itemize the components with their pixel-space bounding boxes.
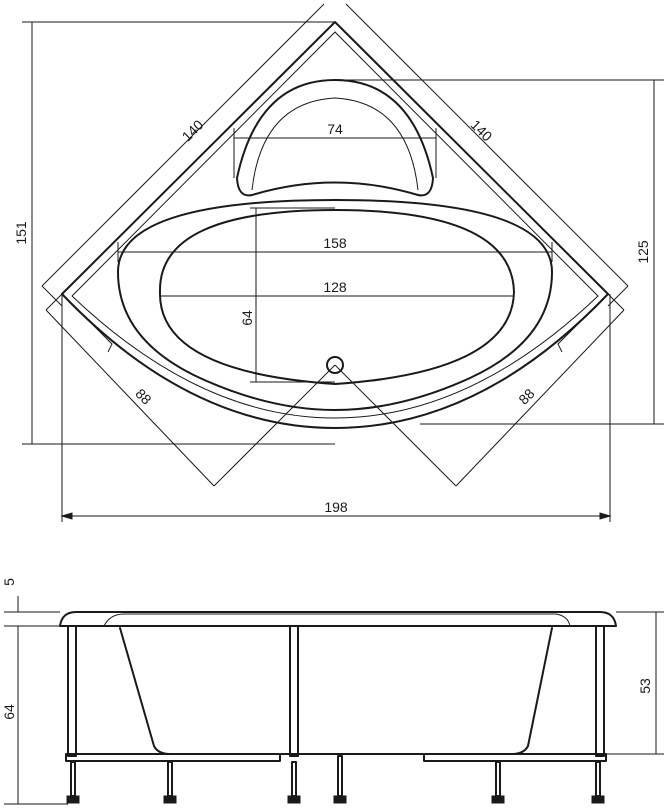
dim-label-height-right: 125 xyxy=(635,240,651,264)
base-rail-right xyxy=(423,753,607,762)
frame-post xyxy=(67,625,77,757)
tub-rim-line xyxy=(71,31,599,419)
dim-ext xyxy=(334,364,457,487)
foot-pad xyxy=(66,795,80,804)
dim-ext xyxy=(607,285,629,307)
dim-label-side-left: 140 xyxy=(179,116,207,144)
frame-legs xyxy=(67,625,605,757)
dim-label-height-total: 151 xyxy=(13,221,29,245)
dim-line-front-right xyxy=(455,309,625,487)
left-ledge xyxy=(61,293,113,353)
rim-inner-line xyxy=(103,613,571,627)
adjustable-feet xyxy=(66,755,605,804)
dim-line-front-left xyxy=(45,309,215,487)
foot xyxy=(70,761,76,797)
foot-pad xyxy=(491,795,505,804)
dim-line-side-right xyxy=(345,3,629,287)
foot-pad xyxy=(163,795,177,804)
foot xyxy=(167,761,173,797)
dim-ext xyxy=(45,293,63,311)
dim-label-basin-inner: 128 xyxy=(323,279,347,295)
right-ledge xyxy=(557,293,609,353)
dim-label-overall-width: 198 xyxy=(324,499,348,515)
frame-post xyxy=(289,625,299,757)
dim-label-basin-outer: 158 xyxy=(323,235,347,251)
dim-ext xyxy=(41,285,63,307)
dim-label-total-height: 64 xyxy=(1,704,17,720)
dim-label-basin-depth: 53 xyxy=(637,678,653,694)
side-view: 5 64 53 xyxy=(1,578,664,805)
foot-pad xyxy=(591,795,605,804)
foot xyxy=(337,755,343,797)
tub-rim xyxy=(59,611,617,627)
dim-line-side-left xyxy=(41,3,325,287)
headrest-outline xyxy=(236,79,434,197)
dim-ext xyxy=(607,293,625,311)
arrow-icon xyxy=(599,512,612,520)
tub-outer-outline xyxy=(61,21,609,429)
plan-view: 140 140 151 125 74 158 128 64 xyxy=(13,3,664,522)
foot xyxy=(595,761,601,797)
arrow-icon xyxy=(60,512,73,520)
drain-icon xyxy=(326,356,344,374)
basin-inner-outline xyxy=(158,209,515,385)
base-rail-left xyxy=(65,753,281,762)
dim-label-side-right: 140 xyxy=(468,117,496,145)
dim-label-headrest: 74 xyxy=(327,121,343,137)
dim-ext xyxy=(213,364,336,487)
foot-pad xyxy=(287,795,301,804)
dim-label-rim: 5 xyxy=(1,578,17,586)
basin-outer-outline xyxy=(117,199,553,411)
tub-body xyxy=(119,627,553,755)
frame-post xyxy=(595,625,605,757)
foot xyxy=(495,761,501,797)
headrest-inner xyxy=(251,97,419,191)
dim-label-basin-width: 64 xyxy=(239,310,255,326)
foot xyxy=(291,761,297,797)
foot-pad xyxy=(333,795,347,804)
